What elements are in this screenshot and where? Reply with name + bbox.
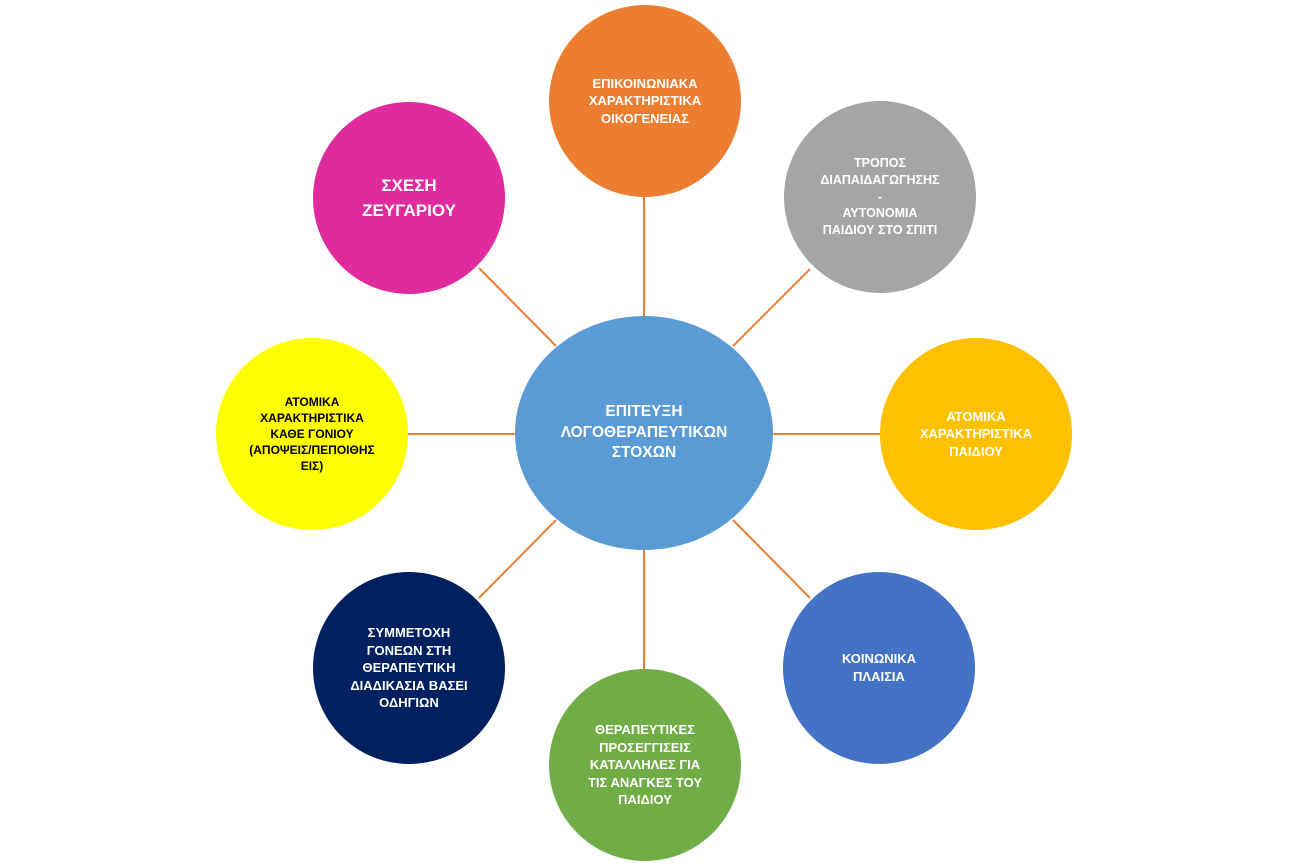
label-line: ΑΤΟΜΙΚΑ [946, 408, 1006, 424]
label-line: ΠΑΙΔΙΟΥ [618, 792, 672, 808]
node-couple-relationship-label: ΣΧΕΣΗ ΖΕΥΓΑΡΙΟΥ [362, 173, 456, 224]
label-line: ΔΙΑΔΙΚΑΣΙΑ ΒΑΣΕΙ [350, 677, 468, 693]
node-parent-traits: ΑΤΟΜΙΚΑ ΧΑΡΑΚΤΗΡΙΣΤΙΚΑ ΚΑΘΕ ΓΟΝΙΟΥ (ΑΠΟΨ… [216, 338, 408, 530]
label-line: ΚΑΘΕ ΓΟΝΙΟΥ [270, 426, 354, 441]
node-couple-relationship: ΣΧΕΣΗ ΖΕΥΓΑΡΙΟΥ [313, 102, 505, 294]
label-line: - [877, 189, 883, 204]
label-line: (ΑΠΟΨΕΙΣ/ΠΕΠΟΙΘΗΣ [249, 443, 375, 458]
label-line: ΑΥΤΟΝΟΜΙΑ [842, 206, 918, 221]
node-upbringing-autonomy-label: ΤΡΟΠΟΣ ΔΙΑΠΑΙΔΑΓΩΓΗΣΗΣ - ΑΥΤΟΝΟΜΙΑ ΠΑΙΔΙ… [820, 155, 939, 239]
label-line: ΑΤΟΜΙΚΑ [284, 394, 340, 409]
label-line: ΣΥΜΜΕΤΟΧΗ [367, 625, 451, 641]
center-node-goal-achievement: ΕΠΙΤΕΥΞΗ ΛΟΓΟΘΕΡΑΠΕΥΤΙΚΩΝ ΣΤΟΧΩΝ [515, 316, 773, 550]
label-line: ΚΟΙΝΩΝΙΚΑ [841, 651, 917, 667]
label-line: ΧΑΡΑΚΤΗΡΙΣΤΙΚΑ [260, 410, 364, 425]
label-line: ΣΧΕΣΗ [381, 175, 437, 195]
node-social-contexts: ΚΟΙΝΩΝΙΚΑ ΠΛΑΙΣΙΑ [783, 572, 975, 764]
label-line: ΔΙΑΠΑΙΔΑΓΩΓΗΣΗΣ [820, 172, 940, 187]
node-family-communication: ΕΠΙΚΟΙΝΩΝΙΑΚΑ ΧΑΡΑΚΤΗΡΙΣΤΙΚΑ ΟΙΚΟΓΕΝΕΙΑΣ [549, 5, 741, 197]
label-line: ΤΡΟΠΟΣ [854, 155, 906, 170]
node-therapeutic-approaches: ΘΕΡΑΠΕΥΤΙΚΕΣ ΠΡΟΣΕΓΓΙΣΕΙΣ ΚΑΤΑΛΛΗΛΕΣ ΓΙΑ… [549, 669, 741, 861]
center-node-label: ΕΠΙΤΕΥΞΗ ΛΟΓΟΘΕΡΑΠΕΥΤΙΚΩΝ ΣΤΟΧΩΝ [561, 402, 728, 463]
label-line: ΟΔΗΓΙΩΝ [379, 695, 439, 711]
label-line: ΓΟΝΕΩΝ ΣΤΗ [366, 642, 452, 658]
label-line: ΕΙΣ) [300, 459, 324, 474]
node-child-traits-label: ΑΤΟΜΙΚΑ ΧΑΡΑΚΤΗΡΙΣΤΙΚΑ ΠΑΙΔΙΟΥ [920, 408, 1032, 461]
center-line-3: ΣΤΟΧΩΝ [611, 444, 677, 462]
label-line: ΘΕΡΑΠΕΥΤΙΚΗ [362, 660, 456, 676]
node-upbringing-autonomy: ΤΡΟΠΟΣ ΔΙΑΠΑΙΔΑΓΩΓΗΣΗΣ - ΑΥΤΟΝΟΜΙΑ ΠΑΙΔΙ… [784, 101, 976, 293]
label-line: ΖΕΥΓΑΡΙΟΥ [362, 201, 456, 220]
connector-social [732, 519, 811, 599]
node-therapeutic-approaches-label: ΘΕΡΑΠΕΥΤΙΚΕΣ ΠΡΟΣΕΓΓΙΣΕΙΣ ΚΑΤΑΛΛΗΛΕΣ ΓΙΑ… [588, 721, 702, 809]
node-parent-participation-label: ΣΥΜΜΕΤΟΧΗ ΓΟΝΕΩΝ ΣΤΗ ΘΕΡΑΠΕΥΤΙΚΗ ΔΙΑΔΙΚΑ… [350, 624, 467, 712]
node-parent-participation: ΣΥΜΜΕΤΟΧΗ ΓΟΝΕΩΝ ΣΤΗ ΘΕΡΑΠΕΥΤΙΚΗ ΔΙΑΔΙΚΑ… [313, 572, 505, 764]
label-line: ΕΠΙΚΟΙΝΩΝΙΑΚΑ [592, 75, 698, 91]
node-family-communication-label: ΕΠΙΚΟΙΝΩΝΙΑΚΑ ΧΑΡΑΚΤΗΡΙΣΤΙΚΑ ΟΙΚΟΓΕΝΕΙΑΣ [589, 75, 701, 128]
connector-upbringing [732, 268, 811, 347]
label-line: ΠΛΑΙΣΙΑ [853, 669, 905, 684]
center-line-1: ΕΠΙΤΕΥΞΗ [605, 403, 683, 421]
connector-couple [478, 267, 557, 347]
label-line: ΟΙΚΟΓΕΝΕΙΑΣ [601, 110, 689, 126]
node-child-traits: ΑΤΟΜΙΚΑ ΧΑΡΑΚΤΗΡΙΣΤΙΚΑ ΠΑΙΔΙΟΥ [880, 338, 1072, 530]
label-line: ΠΑΙΔΙΟΥ ΣΤΟ ΣΠΙΤΙ [822, 223, 938, 238]
node-parent-traits-label: ΑΤΟΜΙΚΑ ΧΑΡΑΚΤΗΡΙΣΤΙΚΑ ΚΑΘΕ ΓΟΝΙΟΥ (ΑΠΟΨ… [249, 394, 374, 475]
label-line: ΠΑΙΔΙΟΥ [949, 443, 1003, 459]
node-social-contexts-label: ΚΟΙΝΩΝΙΚΑ ΠΛΑΙΣΙΑ [842, 650, 916, 685]
label-line: ΚΑΤΑΛΛΗΛΕΣ ΓΙΑ [589, 757, 701, 773]
label-line: ΤΙΣ ΑΝΑΓΚΕΣ ΤΟΥ [587, 774, 703, 790]
center-line-2: ΛΟΓΟΘΕΡΑΠΕΥΤΙΚΩΝ [560, 423, 728, 441]
label-line: ΧΑΡΑΚΤΗΡΙΣΤΙΚΑ [919, 426, 1033, 442]
connector-participation [478, 519, 557, 599]
label-line: ΘΕΡΑΠΕΥΤΙΚΕΣ [594, 722, 696, 738]
label-line: ΠΡΟΣΕΓΓΙΣΕΙΣ [599, 739, 691, 755]
label-line: ΧΑΡΑΚΤΗΡΙΣΤΙΚΑ [588, 93, 702, 109]
